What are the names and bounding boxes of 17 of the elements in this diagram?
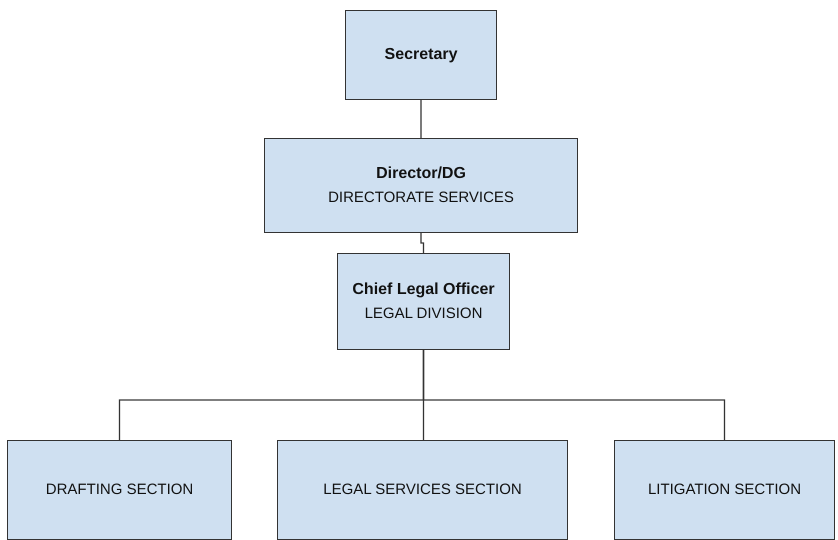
org-box bbox=[7, 440, 232, 540]
unit-name: LITIGATION SECTION bbox=[648, 480, 802, 500]
org-box bbox=[614, 440, 835, 540]
unit-name: LEGAL DIVISION bbox=[364, 304, 482, 324]
role-title: Director/DG bbox=[376, 164, 466, 184]
connector-line bbox=[422, 350, 726, 440]
role-title: Secretary bbox=[384, 45, 458, 65]
unit-name: LEGAL SERVICES SECTION bbox=[323, 480, 522, 500]
role-title: Chief Legal Officer bbox=[352, 280, 495, 300]
unit-name: DIRECTORATE SERVICES bbox=[328, 188, 514, 208]
org-box bbox=[264, 138, 578, 233]
connector-line bbox=[420, 233, 424, 253]
unit-name: DRAFTING SECTION bbox=[46, 480, 194, 500]
connector-line bbox=[420, 100, 422, 138]
org-box bbox=[277, 440, 568, 540]
org-box bbox=[345, 10, 497, 100]
org-box bbox=[337, 253, 510, 350]
